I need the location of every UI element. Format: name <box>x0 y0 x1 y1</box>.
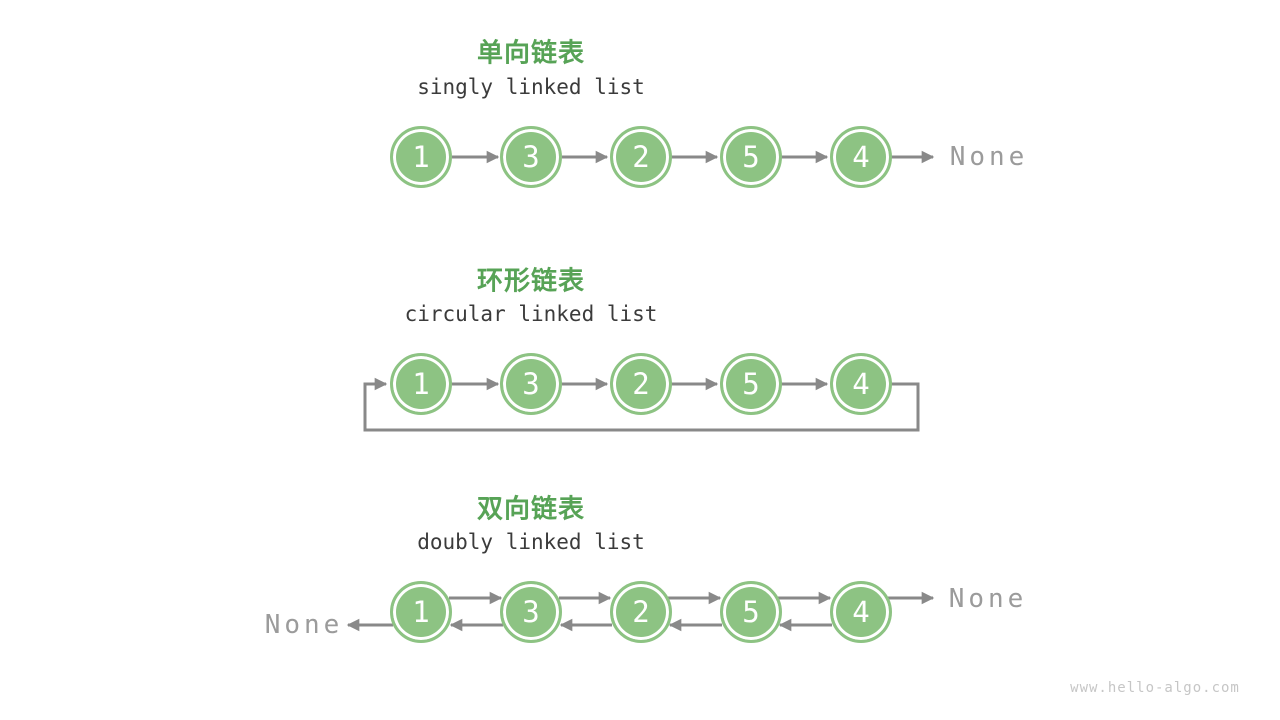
list-node: 4 <box>830 126 892 188</box>
list-node: 4 <box>830 581 892 643</box>
loop-back-arrow <box>363 377 920 432</box>
list-node: 2 <box>610 353 672 415</box>
node-value: 1 <box>412 594 430 629</box>
section-subtitle-doubly: doubly linked list <box>417 530 645 554</box>
node-value: 1 <box>412 366 430 401</box>
list-node: 1 <box>390 126 452 188</box>
node-value: 3 <box>522 139 540 174</box>
node-value: 2 <box>632 366 650 401</box>
doubly-head-none-label: None <box>264 610 344 640</box>
node-value: 5 <box>742 366 760 401</box>
node-value: 4 <box>852 594 870 629</box>
list-node: 2 <box>610 126 672 188</box>
node-value: 3 <box>522 366 540 401</box>
list-node: 1 <box>390 353 452 415</box>
list-node: 5 <box>720 581 782 643</box>
doubly-tail-none-label: None <box>948 584 1028 614</box>
circular-list-nodes: 1 3 2 5 4 <box>390 353 892 415</box>
singly-list-nodes: 1 3 2 5 4 <box>390 126 892 188</box>
list-node: 5 <box>720 353 782 415</box>
list-node: 1 <box>390 581 452 643</box>
section-title-circular: 环形链表 <box>476 266 586 297</box>
circular-list-arrows <box>363 377 920 432</box>
section-subtitle-circular: circular linked list <box>404 302 658 326</box>
node-value: 3 <box>522 594 540 629</box>
node-value: 2 <box>632 594 650 629</box>
list-node: 5 <box>720 126 782 188</box>
node-value: 5 <box>742 594 760 629</box>
node-value: 5 <box>742 139 760 174</box>
node-value: 2 <box>632 139 650 174</box>
node-value: 4 <box>852 366 870 401</box>
node-value: 4 <box>852 139 870 174</box>
node-value: 1 <box>412 139 430 174</box>
list-node: 3 <box>500 353 562 415</box>
list-node: 3 <box>500 581 562 643</box>
section-title-singly: 单向链表 <box>476 38 586 69</box>
list-node: 2 <box>610 581 672 643</box>
singly-tail-none-label: None <box>949 142 1029 172</box>
watermark: www.hello-algo.com <box>1070 680 1240 696</box>
list-node: 3 <box>500 126 562 188</box>
list-node: 4 <box>830 353 892 415</box>
section-title-doubly: 双向链表 <box>476 494 586 525</box>
doubly-list-nodes: 1 3 2 5 4 <box>390 581 892 643</box>
doubly-list-arrows <box>346 591 935 632</box>
section-subtitle-singly: singly linked list <box>417 75 645 99</box>
